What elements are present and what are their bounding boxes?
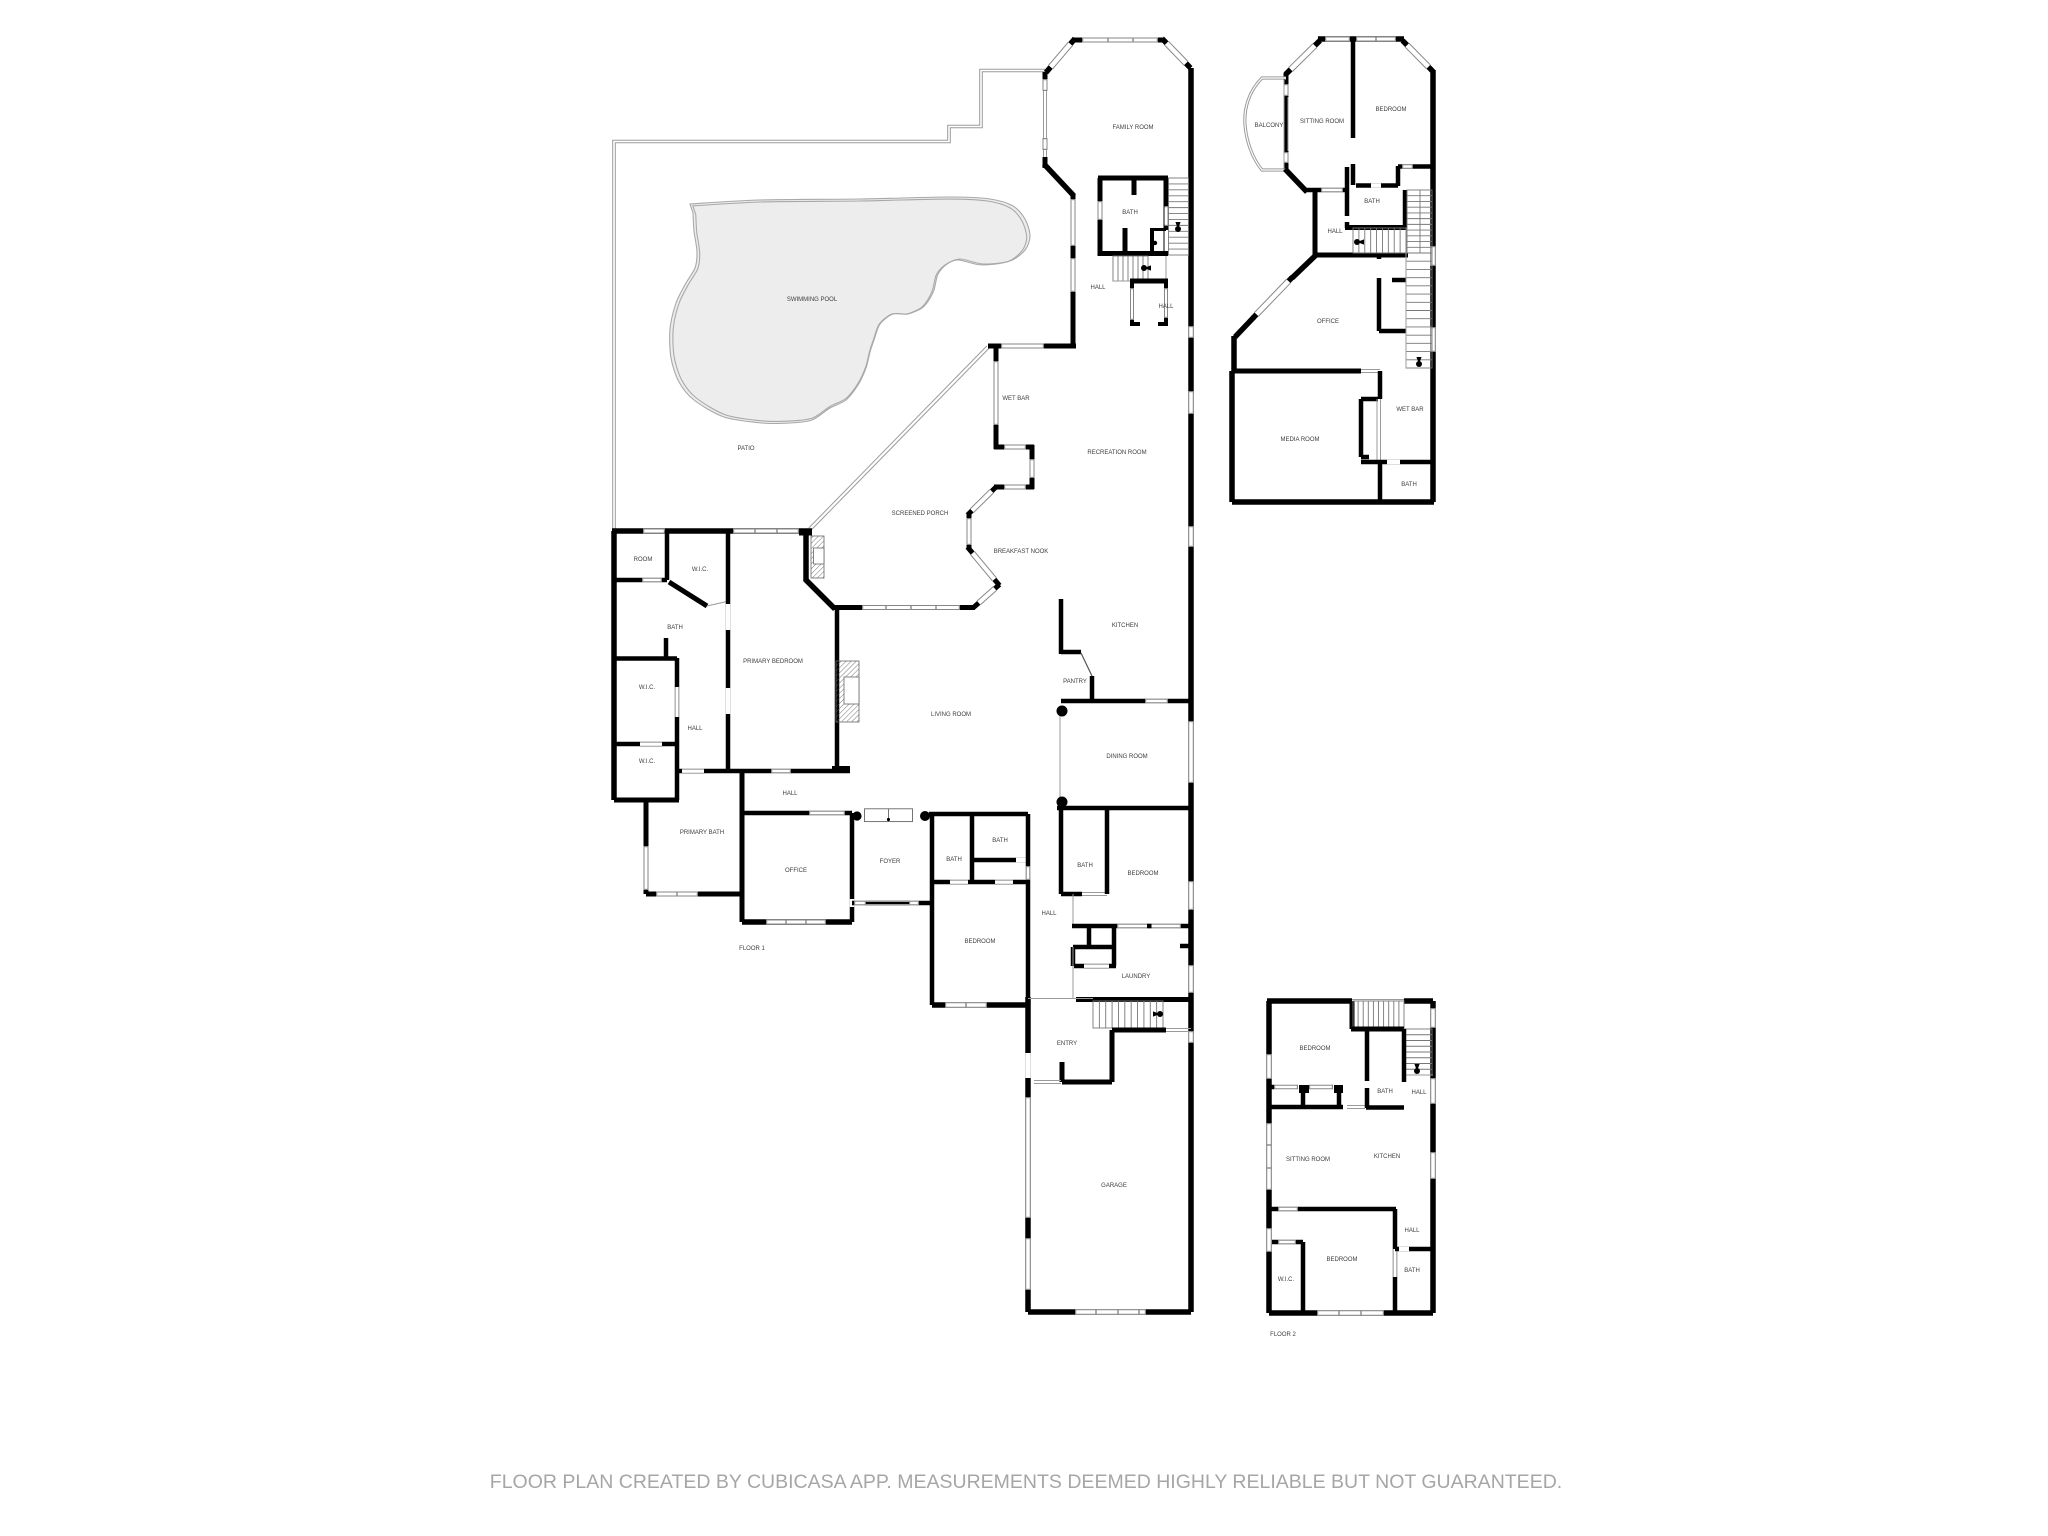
svg-text:BALCONY: BALCONY — [1255, 123, 1284, 129]
svg-text:FLOOR 2: FLOOR 2 — [1270, 1332, 1296, 1338]
svg-text:FAMILY ROOM: FAMILY ROOM — [1112, 125, 1153, 131]
svg-text:BEDROOM: BEDROOM — [964, 939, 995, 945]
svg-text:HALL: HALL — [687, 726, 703, 732]
svg-text:FOYER: FOYER — [880, 859, 901, 865]
svg-text:WET BAR: WET BAR — [1002, 396, 1030, 402]
svg-text:BATH: BATH — [1077, 863, 1093, 869]
svg-text:LIVING ROOM: LIVING ROOM — [931, 712, 971, 718]
svg-text:PANTRY: PANTRY — [1063, 679, 1087, 685]
svg-text:OFFICE: OFFICE — [1317, 319, 1339, 325]
svg-text:HALL: HALL — [1327, 229, 1343, 235]
svg-text:BATH: BATH — [667, 625, 683, 631]
svg-text:BEDROOM: BEDROOM — [1127, 871, 1158, 877]
svg-text:HALL: HALL — [782, 791, 798, 797]
svg-text:HALL: HALL — [1041, 911, 1057, 917]
svg-text:BATH: BATH — [1364, 199, 1380, 205]
svg-text:BEDROOM: BEDROOM — [1375, 107, 1406, 113]
svg-text:GARAGE: GARAGE — [1101, 1183, 1127, 1189]
svg-text:W.I.C.: W.I.C. — [639, 759, 656, 765]
svg-text:BREAKFAST NOOK: BREAKFAST NOOK — [994, 549, 1049, 555]
svg-text:PRIMARY BATH: PRIMARY BATH — [680, 830, 724, 836]
svg-text:ROOM: ROOM — [634, 557, 653, 563]
svg-text:BATH: BATH — [1401, 482, 1417, 488]
svg-text:HALL: HALL — [1404, 1228, 1420, 1234]
svg-text:SCREENED PORCH: SCREENED PORCH — [892, 511, 949, 517]
svg-text:BATH: BATH — [992, 838, 1008, 844]
svg-text:W.I.C.: W.I.C. — [692, 567, 709, 573]
svg-text:MEDIA ROOM: MEDIA ROOM — [1280, 437, 1319, 443]
svg-text:WET BAR: WET BAR — [1396, 407, 1424, 413]
svg-text:ENTRY: ENTRY — [1057, 1041, 1077, 1047]
svg-text:PATIO: PATIO — [737, 446, 754, 452]
svg-text:DINING ROOM: DINING ROOM — [1106, 754, 1147, 760]
svg-text:SITTING ROOM: SITTING ROOM — [1286, 1157, 1330, 1163]
svg-text:BEDROOM: BEDROOM — [1326, 1257, 1357, 1263]
svg-text:BATH: BATH — [946, 857, 962, 863]
svg-text:LAUNDRY: LAUNDRY — [1122, 974, 1151, 980]
svg-text:RECREATION ROOM: RECREATION ROOM — [1087, 450, 1146, 456]
svg-text:HALL: HALL — [1090, 285, 1106, 291]
svg-text:KITCHEN: KITCHEN — [1374, 1154, 1400, 1160]
svg-text:BATH: BATH — [1404, 1268, 1420, 1274]
svg-text:W.I.C.: W.I.C. — [639, 685, 656, 691]
svg-text:OFFICE: OFFICE — [785, 868, 807, 874]
svg-text:BEDROOM: BEDROOM — [1299, 1046, 1330, 1052]
svg-text:HALL: HALL — [1411, 1090, 1427, 1096]
svg-text:BATH: BATH — [1377, 1089, 1393, 1095]
svg-text:W.I.C.: W.I.C. — [1278, 1277, 1295, 1283]
svg-text:KITCHEN: KITCHEN — [1112, 623, 1138, 629]
svg-text:HALL: HALL — [1158, 304, 1174, 310]
svg-text:BATH: BATH — [1122, 210, 1138, 216]
svg-text:SITTING ROOM: SITTING ROOM — [1300, 119, 1344, 125]
svg-text:PRIMARY BEDROOM: PRIMARY BEDROOM — [743, 659, 803, 665]
svg-text:FLOOR 1: FLOOR 1 — [739, 946, 765, 952]
svg-text:SWIMMING POOL: SWIMMING POOL — [787, 297, 838, 303]
svg-text:FLOOR PLAN CREATED BY CUBICASA: FLOOR PLAN CREATED BY CUBICASA APP. MEAS… — [490, 1471, 1562, 1493]
